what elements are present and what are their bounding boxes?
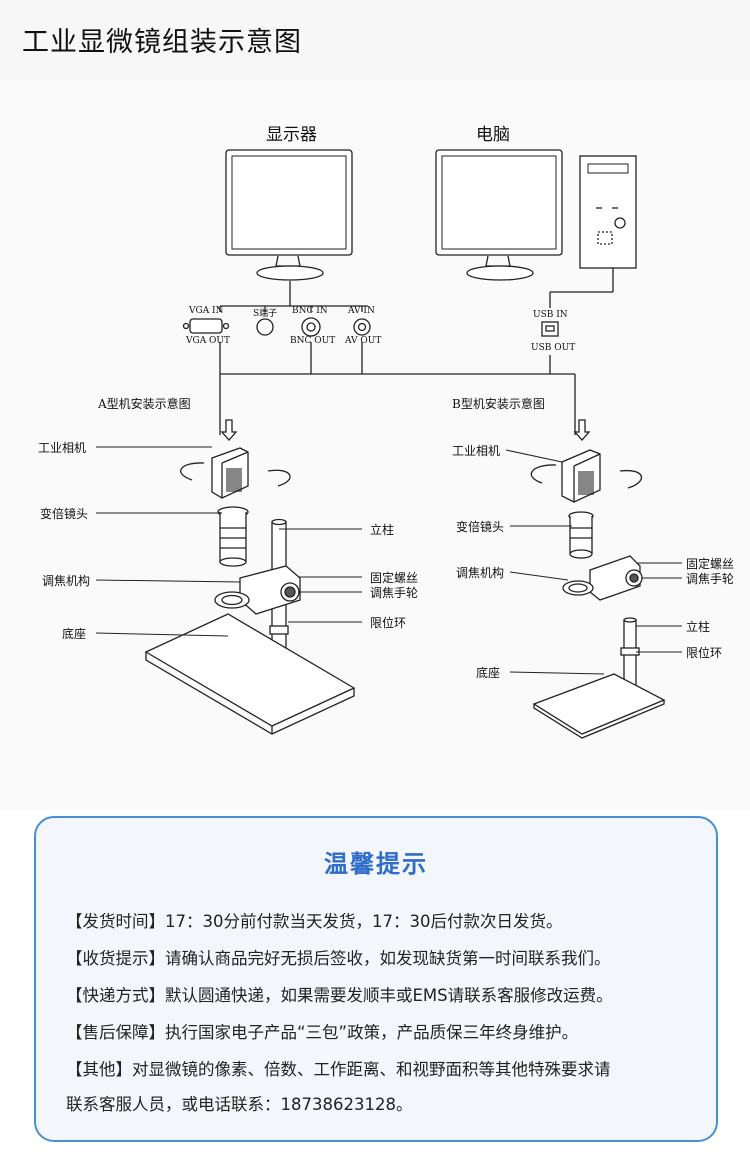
type-a-pillar-label: 立柱	[370, 523, 395, 537]
type-b-focus-wheel-label: 调焦手轮	[686, 572, 735, 586]
notice-card: 温馨提示 【发货时间】17：30分前付款当天发货，17：30后付款次日发货。 【…	[34, 816, 718, 1142]
notice-line-other: 【其他】对显微镜的像素、倍数、工作距离、和视野面积等其他特殊要求请	[66, 1060, 611, 1079]
notice-line-shipping-time: 【发货时间】17：30分前付款当天发货，17：30后付款次日发货。	[66, 912, 563, 931]
type-b-title: B型机安装示意图	[452, 397, 545, 411]
type-a-zoom-lens-label: 变倍镜头	[40, 507, 89, 521]
header-bar: 工业显微镜组装示意图	[0, 0, 750, 80]
diagram-drawing	[95, 149, 682, 739]
type-b-fixing-screw-label: 固定螺丝	[686, 557, 735, 571]
type-b-stand-illustration	[530, 449, 666, 739]
computer-label: 电脑	[476, 125, 510, 145]
usb-out-label: USB OUT	[531, 343, 576, 353]
type-b-camera-label: 工业相机	[452, 444, 501, 458]
notice-line-courier: 【快递方式】默认圆通快递，如果需要发顺丰或EMS请联系客服修改运费。	[66, 986, 613, 1005]
s-terminal-label: S端子	[253, 309, 278, 319]
type-a-stand-illustration	[144, 447, 356, 735]
monitor-illustration	[225, 149, 353, 281]
av-in-label: AV IN	[348, 306, 375, 316]
vga-out-label: VGA OUT	[186, 336, 231, 346]
computer-tower-illustration	[579, 155, 637, 269]
type-b-zoom-lens-label: 变倍镜头	[456, 520, 505, 534]
type-b-pillar-label: 立柱	[686, 620, 711, 634]
type-b-focus-mechanism-label: 调焦机构	[456, 566, 505, 580]
notice-line-after-sales: 【售后保障】执行国家电子产品“三包”政策，产品质保三年终身维护。	[66, 1023, 579, 1042]
page-title: 工业显微镜组装示意图	[22, 27, 302, 58]
usb-in-label: USB IN	[533, 310, 568, 320]
av-port	[353, 318, 371, 336]
assembly-diagram: 显示器 电脑 VGA IN VGA OUT S端子 BNC IN BNC OUT…	[0, 80, 750, 810]
type-a-fixing-screw-label: 固定螺丝	[370, 571, 419, 585]
type-a-camera-label: 工业相机	[38, 441, 87, 455]
notice-title: 温馨提示	[324, 850, 428, 878]
monitor-label: 显示器	[266, 125, 317, 145]
av-out-label: AV OUT	[345, 336, 382, 346]
vga-in-label: VGA IN	[189, 306, 224, 316]
bnc-in-label: BNC IN	[292, 306, 328, 316]
type-a-title: A型机安装示意图	[98, 397, 191, 411]
bnc-out-label: BNC OUT	[290, 336, 336, 346]
type-a-focus-wheel-label: 调焦手轮	[370, 586, 419, 600]
bnc-port	[301, 317, 321, 337]
type-a-limit-ring-label: 限位环	[370, 616, 407, 630]
notice-line-contact: 联系客服人员，或电话联系：18738623128。	[66, 1095, 413, 1114]
type-b-limit-ring-label: 限位环	[686, 646, 723, 660]
notice-line-receipt: 【收货提示】请确认商品完好无损后签收，如发现缺货第一时间联系我们。	[66, 949, 611, 968]
computer-monitor-illustration	[435, 149, 563, 281]
vga-port	[182, 318, 230, 334]
s-terminal-port	[256, 318, 274, 336]
type-a-base-label: 底座	[62, 627, 87, 641]
type-b-base-label: 底座	[476, 666, 501, 680]
type-a-focus-mechanism-label: 调焦机构	[42, 574, 91, 588]
